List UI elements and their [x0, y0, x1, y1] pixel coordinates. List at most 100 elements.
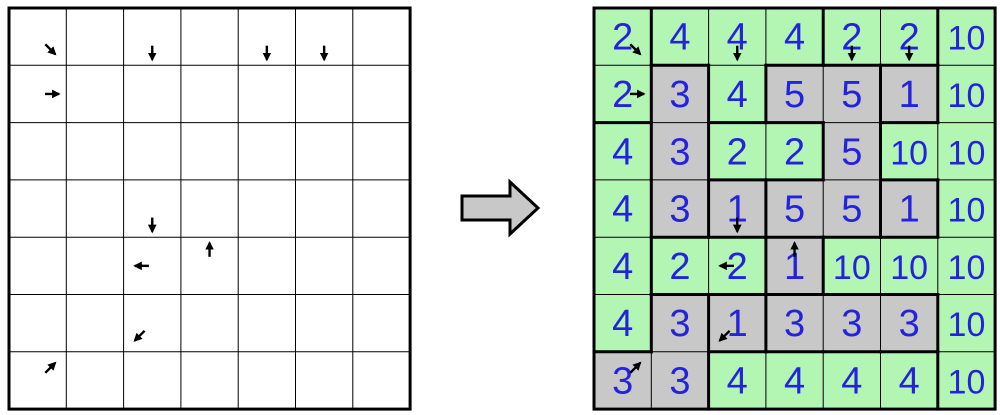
cell-value: 5 [841, 74, 862, 116]
solution-cell [937, 8, 996, 66]
puzzle-grid [7, 6, 412, 411]
solution-cell [937, 65, 996, 123]
solution-cell [823, 179, 881, 238]
arrow-ne-icon [44, 361, 57, 374]
solution-cell [823, 65, 881, 123]
solution-cell [651, 122, 709, 180]
solution-cell [651, 351, 709, 410]
cell-value: 4 [612, 189, 633, 231]
cell-value: 10 [948, 306, 986, 344]
solution-cell [937, 237, 996, 295]
cell-value: 4 [612, 303, 633, 345]
cell-value: 2 [727, 131, 748, 173]
cell-value: 3 [899, 303, 920, 345]
cell-value: 2 [899, 17, 920, 59]
cell-value: 4 [612, 131, 633, 173]
cell-value: 4 [784, 360, 805, 402]
cell-value: 10 [890, 249, 928, 287]
cell-value: 2 [612, 17, 633, 59]
cell-value: 10 [948, 249, 986, 287]
cell-value: 5 [784, 74, 805, 116]
solution-cell [880, 294, 938, 352]
grid-border [592, 6, 997, 411]
solution-cell [823, 237, 881, 295]
cell-value: 4 [727, 360, 748, 402]
cell-value: 1 [899, 189, 920, 231]
cell-value: 2 [669, 246, 690, 288]
cell-value: 3 [669, 74, 690, 116]
cell-value: 10 [948, 20, 986, 58]
solution-cell [765, 8, 824, 66]
solution-cell [651, 294, 709, 352]
solution-cell [880, 65, 938, 123]
arrow-sw-icon [718, 329, 731, 342]
cell-value: 10 [890, 134, 928, 172]
cell-value: 3 [669, 189, 690, 231]
solution-cell [765, 65, 824, 123]
solution-cell [937, 122, 996, 180]
transform-arrow-icon [460, 178, 541, 238]
solution-cell [708, 294, 766, 352]
solution-cell [765, 294, 824, 352]
solution-cell [823, 294, 881, 352]
cell-value: 4 [669, 17, 690, 59]
arrow-sw-icon [133, 329, 146, 342]
solution-cell [823, 122, 881, 180]
cell-value: 5 [841, 189, 862, 231]
solution-cell [880, 179, 938, 238]
cell-value: 4 [727, 74, 748, 116]
cell-value: 1 [727, 189, 748, 231]
cell-value: 3 [669, 131, 690, 173]
solution-cell [594, 179, 652, 238]
cell-value: 3 [669, 303, 690, 345]
solution-cell [651, 179, 709, 238]
cell-value: 10 [948, 363, 986, 401]
cell-value: 1 [784, 246, 805, 288]
grid-border [7, 6, 412, 411]
arrow-se-icon [629, 43, 642, 56]
solution-cell [594, 351, 652, 410]
cell-value: 5 [784, 189, 805, 231]
cell-value: 4 [727, 17, 748, 59]
cell-value: 10 [948, 134, 986, 172]
cell-value: 2 [841, 17, 862, 59]
solution-cell [937, 351, 996, 410]
cell-value: 4 [612, 246, 633, 288]
cell-value: 4 [784, 17, 805, 59]
cell-value: 10 [948, 192, 986, 230]
cell-value: 4 [841, 360, 862, 402]
solution-cell [765, 351, 824, 410]
solution-cell [708, 237, 766, 295]
solution-cell [880, 122, 938, 180]
solution-cell [594, 8, 652, 66]
solution-cell [708, 351, 766, 410]
cell-value: 3 [612, 360, 633, 402]
solution-cell [594, 122, 652, 180]
cell-value: 3 [841, 303, 862, 345]
solution-cell [651, 65, 709, 123]
solution-cell [651, 237, 709, 295]
cell-value: 2 [727, 246, 748, 288]
solution-cell [708, 65, 766, 123]
cell-value: 10 [948, 77, 986, 115]
solution-cell [765, 179, 824, 238]
cell-value: 3 [784, 303, 805, 345]
solution-cell [594, 237, 652, 295]
cell-value: 5 [841, 131, 862, 173]
arrow-se-icon [44, 43, 57, 56]
solution-cell [880, 351, 938, 410]
cell-value: 1 [727, 303, 748, 345]
solution-cell [937, 179, 996, 238]
cell-value: 2 [612, 74, 633, 116]
solution-cell [594, 294, 652, 352]
arrow-ne-icon [629, 361, 642, 374]
solution-cell [823, 351, 881, 410]
cell-value: 2 [784, 131, 805, 173]
solution-cell [880, 237, 938, 295]
cell-value: 10 [833, 249, 871, 287]
solution-cell [708, 122, 766, 180]
cell-value: 3 [669, 360, 690, 402]
solution-cell [651, 8, 709, 66]
